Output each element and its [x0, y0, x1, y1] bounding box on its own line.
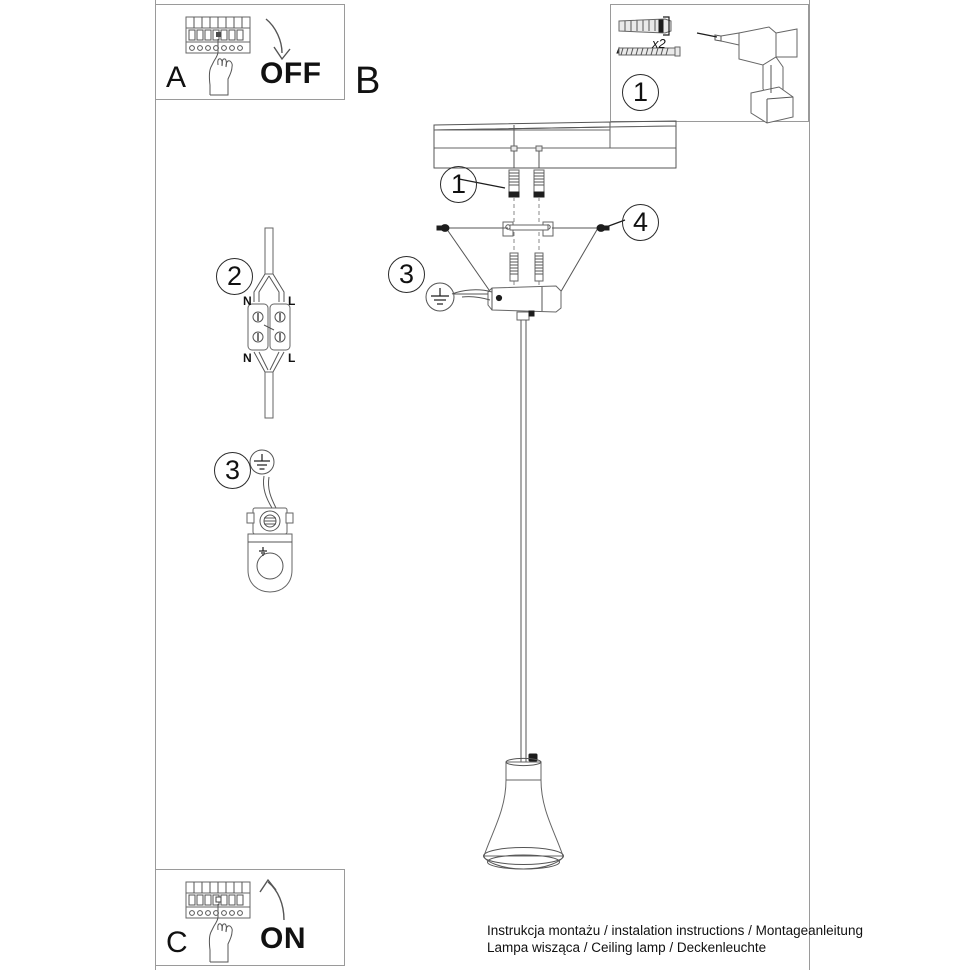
leader-step-4 [605, 219, 626, 228]
ceiling-slab [433, 120, 677, 169]
panel-c-action-label: ON [260, 922, 306, 955]
parts-step-number: 1 [632, 77, 649, 107]
canopy-fixing-screw-right [596, 224, 610, 232]
inner-screws [509, 252, 544, 282]
section-b-letter: B [355, 60, 381, 102]
step-circle-4-canopy: 4 [622, 204, 659, 241]
terminal-label-bottom-l: L [288, 351, 296, 365]
step-4-number: 4 [632, 207, 649, 237]
earth-detail-left [246, 449, 294, 593]
panel-c: C ON [155, 869, 345, 966]
earth-symbol-center [425, 282, 488, 312]
step-circle-2-terminal: 2 [216, 258, 253, 295]
quantity-label: x2 [652, 36, 666, 51]
fixing-screws [508, 169, 545, 198]
terminal-label-bottom-n: N [243, 351, 252, 365]
lamp-mount-block [451, 285, 562, 321]
terminal-label-top-n: N [243, 294, 252, 308]
hand-pointing-icon [208, 904, 233, 963]
step-circle-1-ceiling: 1 [440, 166, 477, 203]
hand-pointing-icon [208, 39, 233, 96]
panel-parts: 1 x2 [610, 4, 809, 124]
arrow-down-icon [265, 18, 291, 61]
ceiling-anchors [510, 145, 543, 168]
canopy-fixing-screw-left [436, 224, 450, 232]
caption-line-1: Instrukcja montażu / instalation instruc… [487, 923, 863, 938]
wall-plug-icon [618, 16, 672, 36]
panel-parts-graphic [616, 16, 798, 124]
panel-a: A OFF [155, 4, 345, 100]
panel-c-graphic [185, 878, 285, 963]
caption-line-2: Lampa wisząca / Ceiling lamp / Deckenleu… [487, 940, 767, 955]
panel-a-graphic [185, 16, 291, 96]
parts-step-circle: 1 [622, 74, 659, 111]
frame-right-border [809, 0, 810, 970]
canopy-outline [445, 227, 599, 301]
step-2-number: 2 [226, 261, 243, 291]
panel-a-action-label: OFF [260, 57, 322, 90]
terminal-label-top-l: L [288, 294, 296, 308]
step-circle-3-left: 3 [214, 452, 251, 489]
earth-marking-small [259, 547, 267, 556]
lamp-shade [483, 753, 564, 870]
terminal-connector-detail [247, 227, 291, 419]
power-drill-icon [696, 26, 798, 124]
mounting-bar [502, 221, 554, 237]
step-circle-3-center: 3 [388, 256, 425, 293]
step-1-number: 1 [450, 169, 467, 199]
screw-icon [616, 46, 681, 57]
step-3-center-number: 3 [398, 259, 415, 289]
frame-left-border [155, 0, 156, 970]
step-3-left-number: 3 [224, 455, 241, 485]
panel-c-letter: C [166, 926, 188, 959]
arrow-up-icon [259, 878, 285, 921]
panel-a-letter: A [166, 61, 187, 94]
